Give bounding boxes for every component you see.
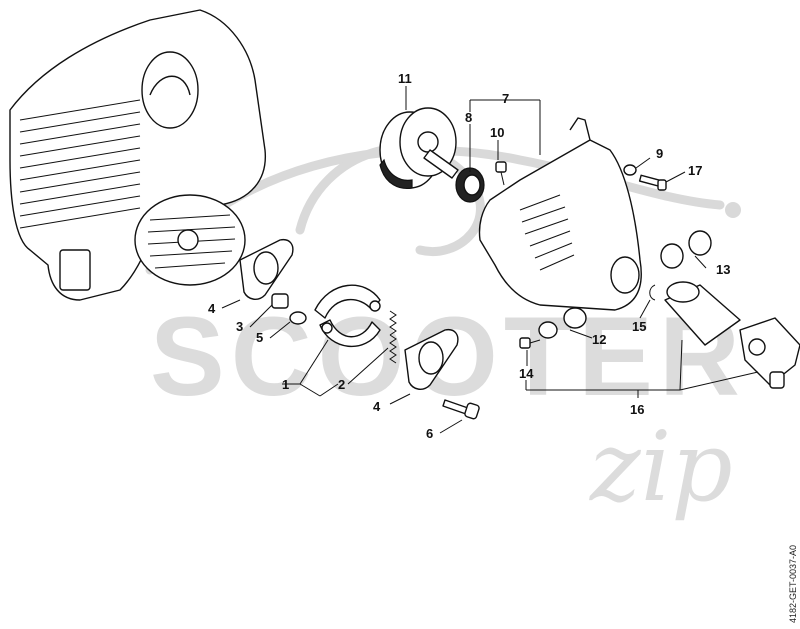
- part-clamp-assembly: [664, 281, 800, 389]
- leader-lines: [221, 86, 759, 434]
- part-clutch-drum: [379, 107, 459, 190]
- watermark-dot: [725, 202, 741, 218]
- callout-1: 1: [282, 377, 289, 392]
- part-spring: [389, 310, 397, 364]
- callout-11: 11: [398, 71, 412, 86]
- callout-10: 10: [490, 125, 504, 140]
- part-screw-10: [495, 161, 507, 186]
- part-clutch-housing: [478, 117, 642, 311]
- part-ball-bearing: [455, 167, 485, 203]
- callout-17: 17: [688, 163, 702, 178]
- part-nut: [623, 164, 637, 176]
- callout-4-upper: 4: [208, 301, 216, 316]
- part-washer: [289, 311, 307, 325]
- callout-8: 8: [465, 110, 472, 125]
- part-sleeves-13: [660, 230, 712, 269]
- part-sleeve: [271, 293, 289, 309]
- callout-6: 6: [426, 426, 433, 441]
- document-code: 4182-GET-0037-A0: [788, 544, 798, 623]
- callout-12: 12: [592, 332, 606, 347]
- part-screw-14: [519, 337, 541, 349]
- callout-3: 3: [236, 319, 243, 334]
- part-clutch-carrier-lower: [404, 328, 459, 390]
- callout-4-lower: 4: [373, 399, 381, 414]
- callout-13: 13: [716, 262, 730, 277]
- callout-15: 15: [632, 319, 646, 334]
- callout-14: 14: [519, 366, 534, 381]
- callout-16: 16: [630, 402, 644, 417]
- watermark-script: zip: [589, 411, 733, 523]
- part-clutch-shoes: [314, 284, 381, 347]
- callout-5: 5: [256, 330, 263, 345]
- callout-9: 9: [656, 146, 663, 161]
- engine-crankcase: [9, 9, 266, 301]
- part-screw-17: [638, 174, 667, 191]
- callout-2: 2: [338, 377, 345, 392]
- part-circlip: [649, 284, 656, 301]
- part-clutch-carrier-upper: [239, 238, 294, 300]
- callouts: 1 2 3 4 4 5 6 7 8 9 10 11 12 13 14 15 16…: [208, 71, 730, 441]
- part-bushings-12: [538, 307, 587, 339]
- callout-7: 7: [502, 91, 509, 106]
- part-screw-6: [442, 399, 480, 420]
